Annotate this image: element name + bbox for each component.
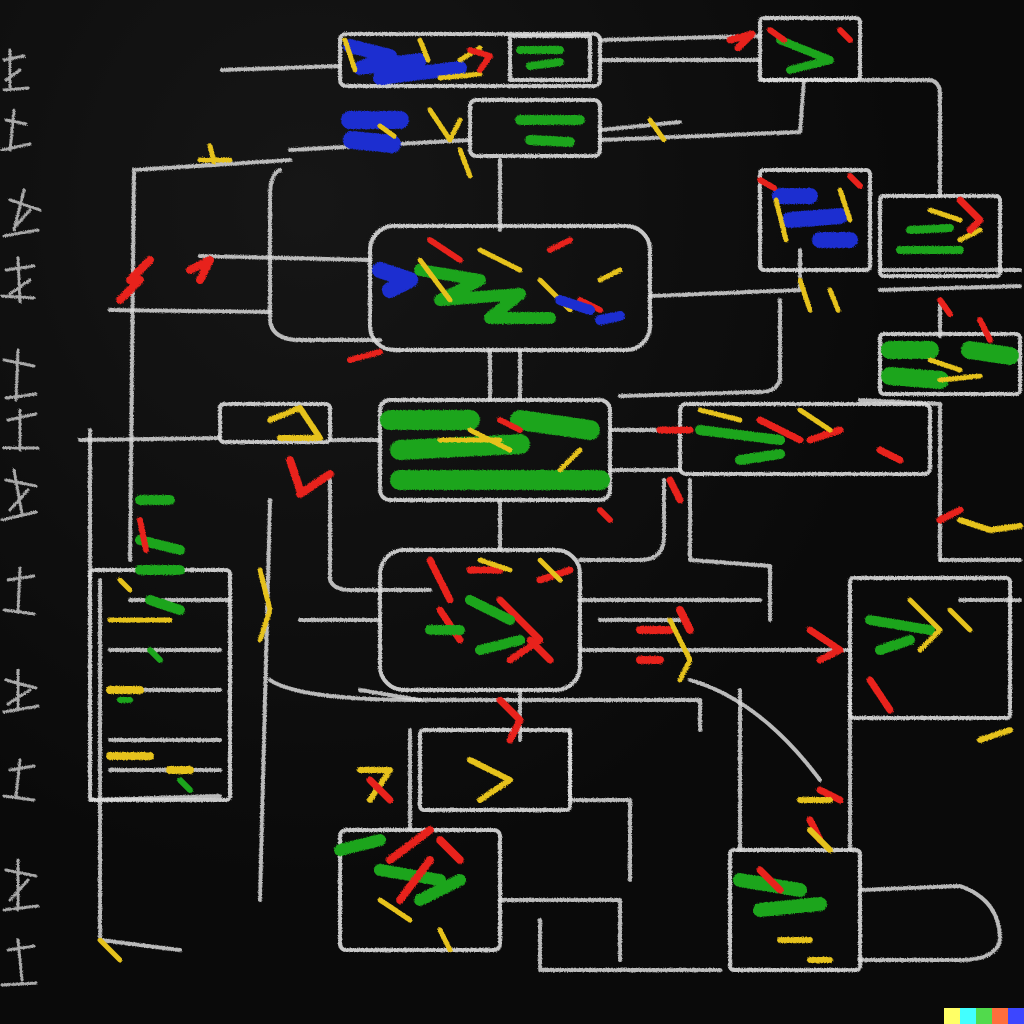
signature-swatch bbox=[992, 1008, 1008, 1024]
color-signature-strip bbox=[944, 1008, 1024, 1024]
signature-swatch bbox=[960, 1008, 976, 1024]
signature-swatch bbox=[1008, 1008, 1024, 1024]
colored-scribbles bbox=[100, 30, 1020, 960]
signature-swatch bbox=[944, 1008, 960, 1024]
wiring-lines bbox=[80, 36, 1020, 970]
handwritten-glyph-column bbox=[2, 50, 40, 985]
signature-swatch bbox=[976, 1008, 992, 1024]
